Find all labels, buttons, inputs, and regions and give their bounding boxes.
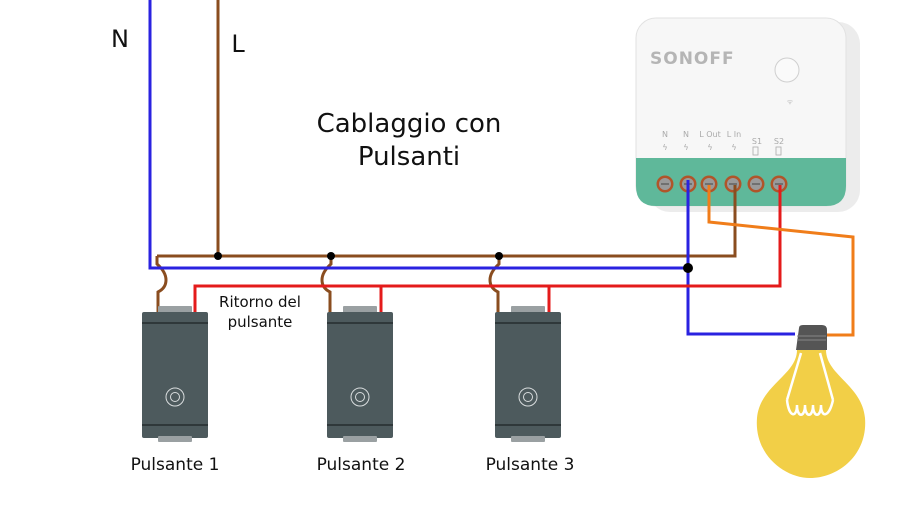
smart-relay-module: SONOFF ᯤ N N L Out L In S1 S2 ϟ ϟ ϟ ϟ [635, 17, 860, 212]
switch-icon [752, 146, 759, 156]
wires [148, 0, 855, 337]
button-ring-icon [165, 387, 185, 407]
button-ring-icon [518, 387, 538, 407]
power-icon: ϟ [707, 143, 712, 152]
push-button-2 [327, 306, 393, 442]
relay-brand: SONOFF [650, 49, 735, 69]
terminal-screw-4 [724, 175, 742, 193]
terminal-label-s2: S2 [774, 137, 784, 146]
terminal-label-lin: L In [727, 130, 741, 139]
bulb-cap [796, 325, 827, 350]
push-button-3 [495, 306, 561, 442]
junctions [214, 252, 693, 273]
power-icon: ϟ [662, 143, 667, 152]
load-wire [707, 185, 855, 337]
button-label-2: Pulsante 2 [317, 455, 406, 475]
terminal-label-lout: L Out [699, 130, 721, 139]
power-icon: ϟ [683, 143, 688, 152]
power-icon: ϟ [731, 143, 736, 152]
title-line-1: Cablaggio con [317, 109, 502, 139]
live-label: L [231, 30, 245, 58]
junction-dot [683, 263, 693, 273]
light-bulb [756, 325, 866, 478]
terminal-label-n2: N [683, 130, 689, 139]
switch-icon [775, 146, 782, 156]
junction-dot [214, 252, 222, 260]
junction-dot [495, 252, 503, 260]
neutral-label: N [111, 25, 129, 53]
terminal-screw-1 [656, 175, 674, 193]
wifi-icon: ᯤ [787, 98, 794, 106]
return-label-line-2: pulsante [228, 313, 293, 331]
relay-pairing-button [774, 57, 800, 83]
terminal-label-s1: S1 [752, 137, 762, 146]
return-bus-wire [193, 185, 782, 313]
return-label-line-1: Ritorno del [219, 293, 301, 311]
push-button-1 [142, 306, 208, 442]
title-line-2: Pulsanti [358, 142, 460, 172]
terminal-screw-6 [770, 175, 788, 193]
button-ring-icon [350, 387, 370, 407]
terminal-screw-3 [700, 175, 718, 193]
button-label-3: Pulsante 3 [486, 455, 575, 475]
live-drop-button-1 [155, 256, 168, 313]
live-bus-wire [157, 185, 737, 258]
neutral-load-wire [686, 180, 795, 336]
terminal-label-n1: N [662, 130, 668, 139]
button-label-1: Pulsante 1 [131, 455, 220, 475]
junction-dot [327, 252, 335, 260]
bulb-filament [785, 352, 835, 416]
terminal-screw-5 [747, 175, 765, 193]
neutral-bus-wire [148, 0, 688, 270]
